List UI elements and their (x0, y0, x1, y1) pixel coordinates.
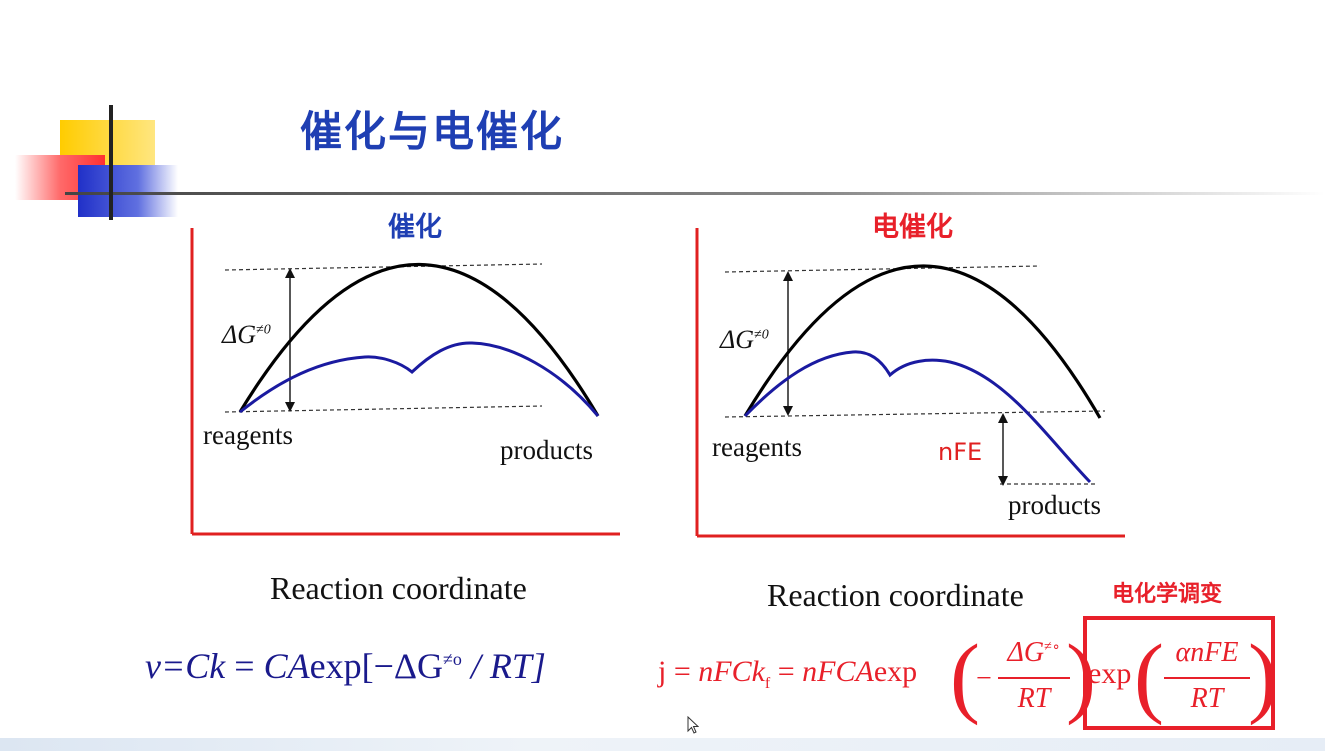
right-products-label: products (1008, 490, 1101, 520)
electrochemical-tuning-tag: 电化学调变 (1112, 582, 1223, 607)
right-nfe-label: nFE (938, 438, 983, 466)
right-energy-diagram (695, 228, 1125, 538)
left-reagents-label: reagents (203, 420, 293, 450)
left-top-dashed-line (224, 263, 543, 271)
mouse-cursor-icon (687, 715, 700, 738)
right-reagents-label: reagents (712, 432, 802, 462)
right-bottom-dashed-line (724, 410, 1106, 418)
left-panel-heading: 催化 (388, 212, 442, 243)
left-energy-diagram (190, 228, 620, 536)
right-x-axis-label: Reaction coordinate (767, 577, 1024, 613)
right-current-equation: j = nFCkf = nFCAexp ( − ΔG≠∘ RT ) exp ( … (658, 627, 1278, 726)
slide-decoration-logo (15, 105, 1325, 220)
left-uncatalyzed-curve (238, 263, 600, 417)
left-catalyzed-curve (239, 341, 600, 417)
left-products-label: products (500, 435, 593, 465)
bottom-strip (0, 738, 1325, 751)
right-uncatalyzed-curve (743, 264, 1102, 419)
slide-title: 催化与电催化 (300, 107, 565, 156)
right-delta-g-label: ΔG≠0 (720, 325, 769, 354)
left-x-axis-label: Reaction coordinate (270, 570, 527, 606)
electrochemical-term-highlight (1083, 616, 1275, 730)
left-rate-equation: ν=Ck = CAexp[−ΔG≠o / RT] (145, 646, 546, 686)
right-electrocatalyzed-curve (743, 350, 1092, 484)
right-top-dashed-line (724, 265, 1041, 273)
left-delta-g-label: ΔG≠0 (222, 320, 271, 349)
right-panel-heading: 电催化 (872, 212, 953, 243)
left-bottom-dashed-line (224, 405, 543, 413)
